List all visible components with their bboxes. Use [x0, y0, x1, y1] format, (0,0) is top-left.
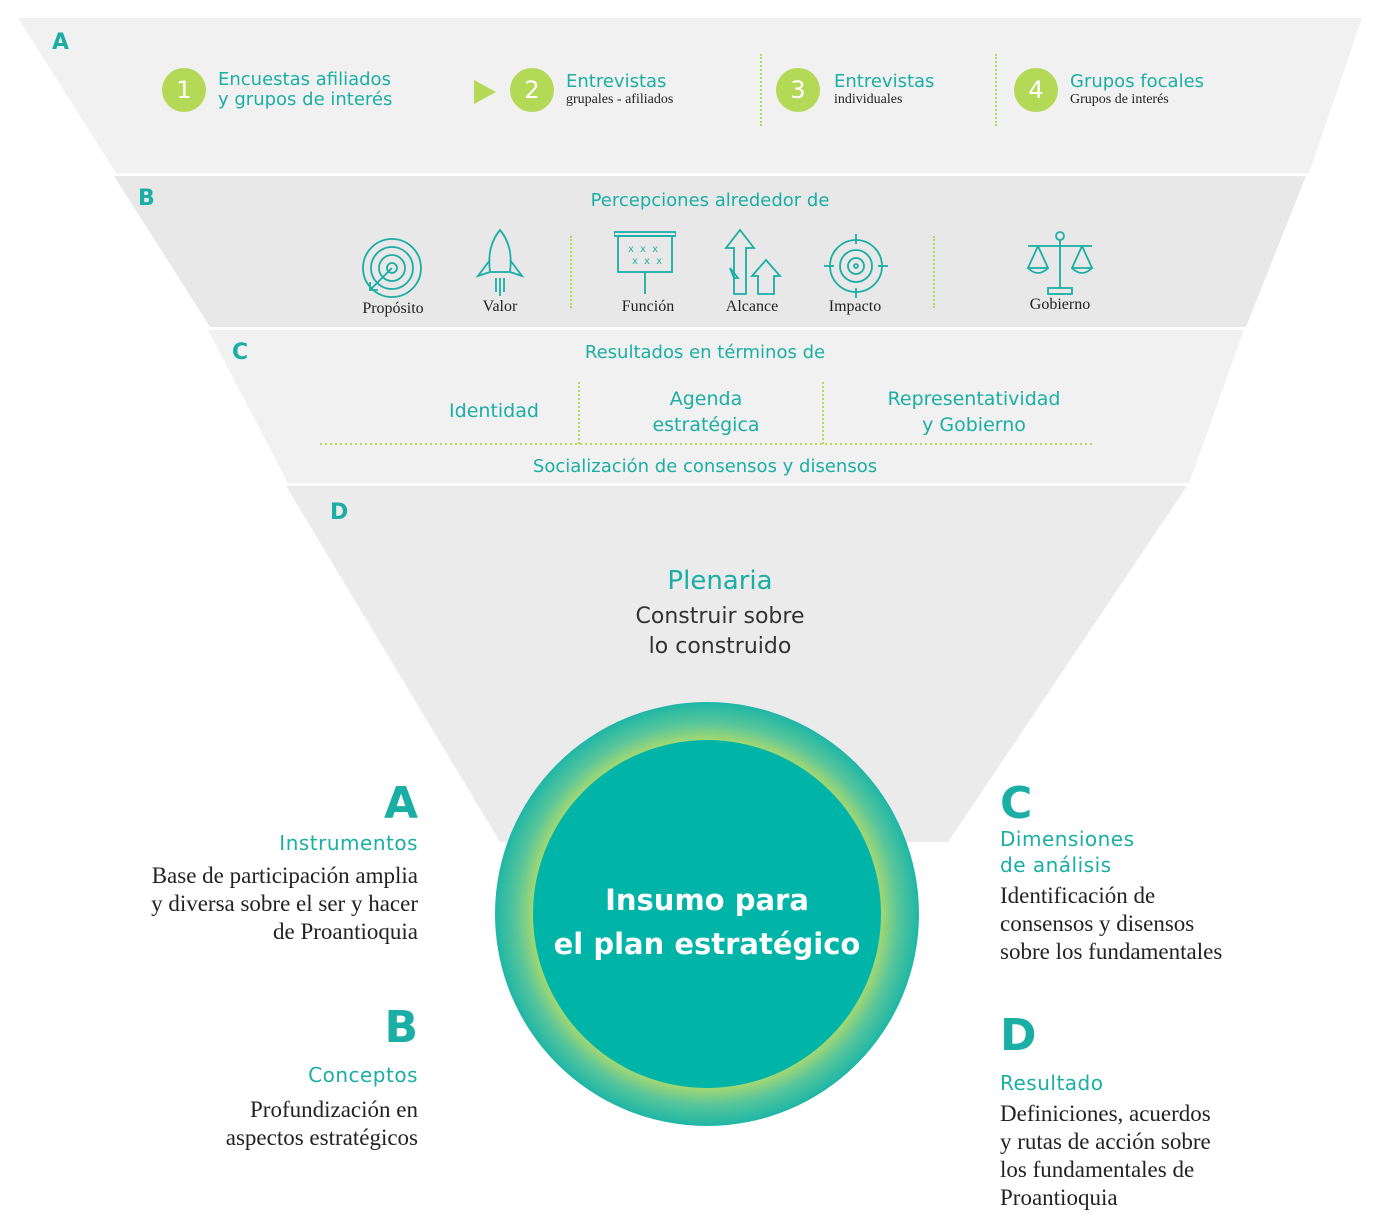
result-agenda: Agenda estratégica: [590, 386, 822, 438]
strategy-board-icon: x x x x x x: [614, 231, 676, 294]
legend-a-line1: Base de participación amplia: [151, 863, 418, 888]
step-2-sub: grupales - afiliados: [566, 92, 674, 107]
section-d-line2: lo construido: [648, 634, 792, 659]
legend-c: C Dimensiones de análisis Identificación…: [1000, 782, 1340, 966]
legend-d-line1: Definiciones, acuerdos: [1000, 1101, 1211, 1126]
legend-a: A Instrumentos Base de participación amp…: [60, 782, 418, 946]
separator-c2: [822, 382, 824, 444]
growth-arrows-icon: [724, 228, 782, 295]
icon-label-impacto: Impacto: [828, 298, 882, 315]
result-representatividad-line2: y Gobierno: [922, 414, 1026, 436]
center-line1: Insumo para: [605, 883, 809, 917]
separator-b2: [933, 236, 935, 308]
step-4: 4 Grupos focales Grupos de interés: [1014, 68, 1204, 112]
result-agenda-line1: Agenda: [669, 388, 743, 410]
target-arrow-icon: [362, 238, 422, 298]
step-4-sub: Grupos de interés: [1070, 92, 1169, 107]
legend-a-subtitle: Instrumentos: [279, 831, 418, 855]
step-1-number: 1: [162, 68, 206, 112]
icon-label-proposito: Propósito: [362, 300, 424, 317]
section-c-footer: Socialización de consensos y disensos: [532, 456, 878, 477]
legend-b-letter: B: [384, 1002, 418, 1053]
legend-d-line3: los fundamentales de: [1000, 1157, 1195, 1182]
icon-label-gobierno: Gobierno: [1029, 296, 1091, 313]
legend-a-line3: de Proantioquia: [273, 919, 418, 944]
section-d-line1: Construir sobre: [635, 604, 805, 629]
center-disk: [533, 740, 881, 1088]
icon-label-funcion: Función: [621, 298, 675, 315]
legend-b-line2: aspectos estratégicos: [225, 1125, 418, 1150]
step-3-number: 3: [776, 68, 820, 112]
separator-a1: [760, 54, 762, 126]
legend-c-line3: sobre los fundamentales: [1000, 939, 1223, 964]
rocket-icon: [475, 228, 525, 296]
step-1: 1 Encuestas afiliados y grupos de interé…: [162, 68, 392, 112]
section-c-letter: C: [232, 340, 249, 365]
step-3-title: Entrevistas: [834, 71, 935, 92]
section-d-letter: D: [330, 500, 349, 525]
section-b-letter: B: [138, 186, 155, 211]
legend-c-subtitle-line1: Dimensiones: [1000, 827, 1135, 851]
legend-d-line2: y rutas de acción sobre: [1000, 1129, 1211, 1154]
legend-d-letter: D: [1000, 1010, 1037, 1061]
result-identidad: Identidad: [449, 400, 539, 422]
legend-d-line4: Proantioquia: [1000, 1185, 1118, 1210]
legend-b: B Conceptos Profundización en aspectos e…: [60, 1006, 418, 1152]
step-3: 3 Entrevistas individuales: [776, 68, 934, 112]
separator-a2: [995, 54, 997, 126]
icon-label-valor: Valor: [482, 298, 518, 315]
icon-label-alcance: Alcance: [725, 298, 779, 315]
legend-c-line2: consensos y disensos: [1000, 911, 1195, 936]
band-d: [286, 486, 1187, 842]
legend-b-line1: Profundización en: [250, 1097, 418, 1122]
section-d-body: Construir sobre lo construido: [520, 602, 920, 662]
section-c-title: Resultados en términos de: [584, 342, 826, 363]
section-a-letter: A: [52, 30, 70, 55]
step-4-title: Grupos focales: [1070, 71, 1205, 92]
center-text: Insumo para el plan estratégico: [540, 878, 874, 966]
legend-a-line2: y diversa sobre el ser y hacer: [151, 891, 418, 916]
svg-text:x x x: x x x: [628, 244, 658, 255]
step-2: 2 Entrevistas grupales - afiliados: [510, 68, 673, 112]
separator-b1: [570, 236, 572, 308]
step-3-sub: individuales: [834, 92, 903, 107]
separator-c1: [578, 382, 580, 444]
step-2-title: Entrevistas: [566, 71, 667, 92]
legend-a-letter: A: [383, 778, 418, 829]
result-agenda-line2: estratégica: [652, 414, 760, 436]
legend-c-subtitle-line2: de análisis: [1000, 853, 1112, 877]
balance-scale-icon: [1026, 231, 1094, 295]
legend-c-letter: C: [1000, 778, 1033, 829]
step-2-number: 2: [510, 68, 554, 112]
legend-b-subtitle: Conceptos: [308, 1063, 418, 1087]
legend-d-subtitle: Resultado: [1000, 1071, 1104, 1095]
legend-c-line1: Identificación de: [1000, 883, 1156, 908]
band-a: [18, 18, 1362, 173]
svg-text:x x x: x x x: [632, 256, 662, 267]
step-1-title-line2: y grupos de interés: [218, 89, 393, 110]
step-1-title-line1: Encuestas afiliados: [218, 69, 391, 90]
section-d-title: Plenaria: [667, 566, 773, 596]
result-representatividad-line1: Representatividad: [887, 388, 1061, 410]
crosshair-icon: [824, 234, 888, 298]
section-b-title: Percepciones alrededor de: [590, 190, 830, 211]
step-4-number: 4: [1014, 68, 1058, 112]
legend-d: D Resultado Definiciones, acuerdos y rut…: [1000, 1014, 1340, 1212]
result-representatividad: Representatividad y Gobierno: [846, 386, 1102, 438]
center-line2: el plan estratégico: [553, 927, 861, 961]
arrow-right-icon: [474, 80, 496, 104]
